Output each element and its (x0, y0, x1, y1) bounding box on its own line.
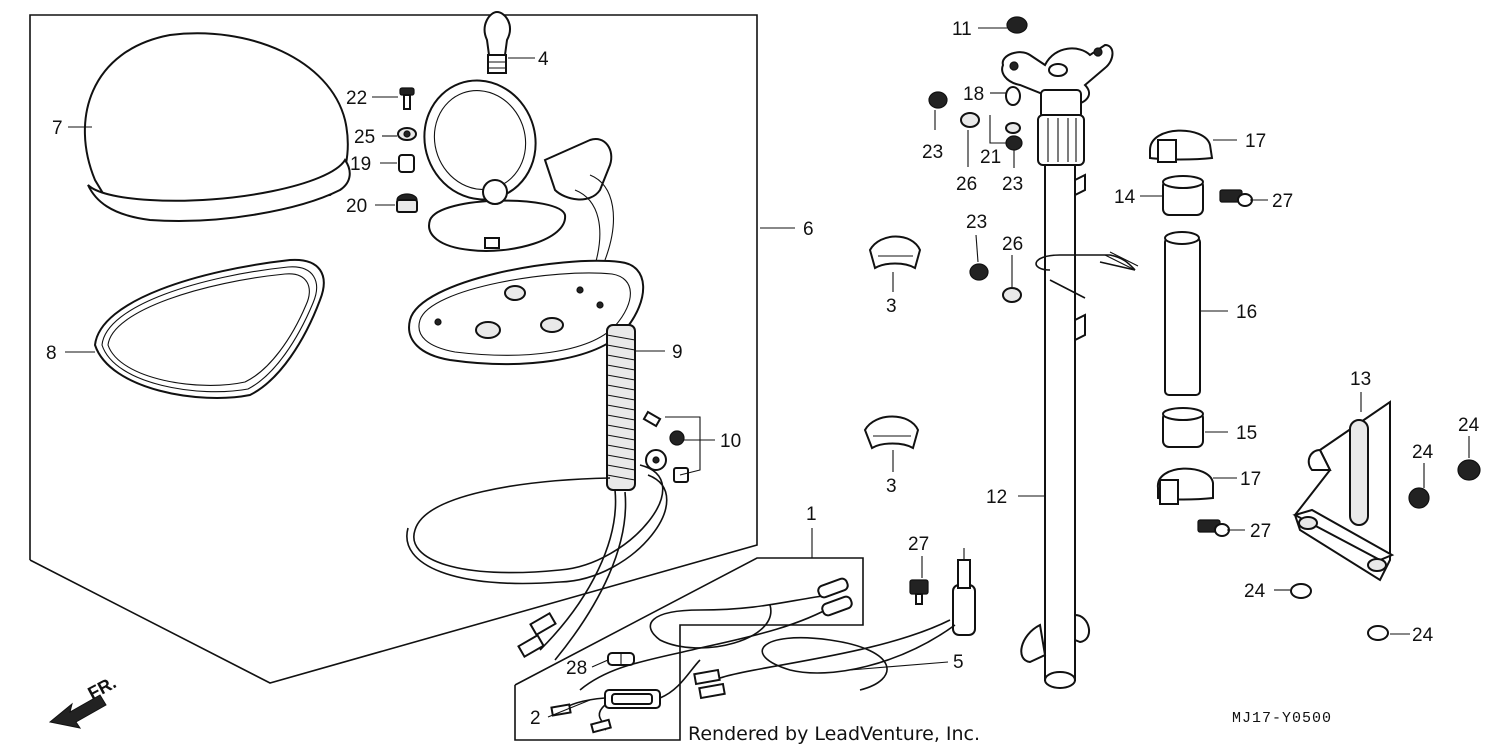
callout-23-b: 23 (1002, 174, 1023, 195)
callout-26-b: 26 (1002, 234, 1023, 255)
callout-23-c: 23 (966, 212, 987, 233)
callout-2: 2 (530, 708, 541, 729)
sleeve-tube (1164, 231, 1201, 396)
callout-10: 10 (720, 431, 741, 452)
small-hardware (396, 87, 418, 213)
clip-lower (863, 415, 920, 450)
direction-label: FR. (84, 672, 119, 703)
switch-part-5 (693, 548, 976, 700)
upper-clamp (1149, 129, 1214, 163)
leader-lines (65, 27, 1470, 718)
callout-20: 20 (346, 196, 367, 217)
callout-24-a: 24 (1458, 415, 1480, 436)
bulb (483, 10, 511, 74)
diagram-code: MJ17-Y0500 (1232, 710, 1332, 727)
callout-3-upper: 3 (886, 296, 897, 317)
callout-23-a: 23 (922, 142, 943, 163)
render-credit: Rendered by LeadVenture, Inc. (688, 723, 980, 745)
callout-8: 8 (46, 343, 57, 364)
callout-labels: 1 2 3 3 4 5 6 7 8 9 10 11 12 13 14 15 16… (46, 19, 1480, 729)
clip-upper (868, 235, 922, 270)
callout-17-lower: 17 (1240, 469, 1261, 490)
callout-26-a: 26 (956, 174, 977, 195)
callout-11: 11 (952, 19, 972, 40)
callout-14: 14 (1114, 187, 1136, 208)
callout-17-upper: 17 (1245, 131, 1266, 152)
bolt-27-upper (1219, 189, 1253, 207)
front-direction-arrow (48, 694, 107, 729)
gasket-ring (93, 258, 325, 399)
callout-19: 19 (350, 154, 371, 175)
meter-base-plate (408, 259, 645, 366)
callout-24-d: 24 (1412, 625, 1434, 646)
callout-7: 7 (52, 118, 63, 139)
callout-28: 28 (566, 658, 587, 679)
lower-clamp (1156, 467, 1214, 505)
callout-13: 13 (1350, 369, 1371, 390)
callout-18: 18 (963, 84, 984, 105)
nut-cluster (928, 16, 1028, 303)
meter-body (423, 79, 614, 266)
callout-4: 4 (538, 49, 549, 70)
meter-cover-dome (83, 32, 351, 222)
lower-grommet (1162, 407, 1204, 448)
callout-22: 22 (346, 88, 367, 109)
harness-bracket (514, 557, 864, 741)
callout-1: 1 (806, 504, 817, 525)
callout-25: 25 (354, 127, 375, 148)
callout-21: 21 (980, 147, 1001, 168)
nut-24-set (1290, 459, 1481, 641)
callout-3-lower: 3 (886, 476, 897, 497)
main-tube (1001, 43, 1139, 689)
callout-15: 15 (1236, 423, 1257, 444)
mount-bracket (1292, 400, 1395, 582)
assembly-frame (29, 14, 758, 684)
callout-27-a: 27 (1272, 191, 1293, 212)
callout-5: 5 (953, 652, 964, 673)
connector-parts (550, 652, 701, 734)
callout-16: 16 (1236, 302, 1257, 323)
lower-wire-loop (406, 449, 668, 661)
callout-24-c: 24 (1244, 581, 1266, 602)
coiled-cable (606, 324, 636, 491)
callout-27-c: 27 (908, 534, 929, 555)
callout-9: 9 (672, 342, 683, 363)
harness-part-1 (579, 577, 853, 691)
bolt-27-lower (1197, 519, 1230, 537)
screw-set (642, 410, 689, 483)
callout-12: 12 (986, 487, 1007, 508)
callout-24-b: 24 (1412, 442, 1434, 463)
bolt-27-middle (909, 579, 929, 605)
upper-grommet (1162, 175, 1204, 216)
callout-6: 6 (803, 219, 814, 240)
callout-27-b: 27 (1250, 521, 1271, 542)
